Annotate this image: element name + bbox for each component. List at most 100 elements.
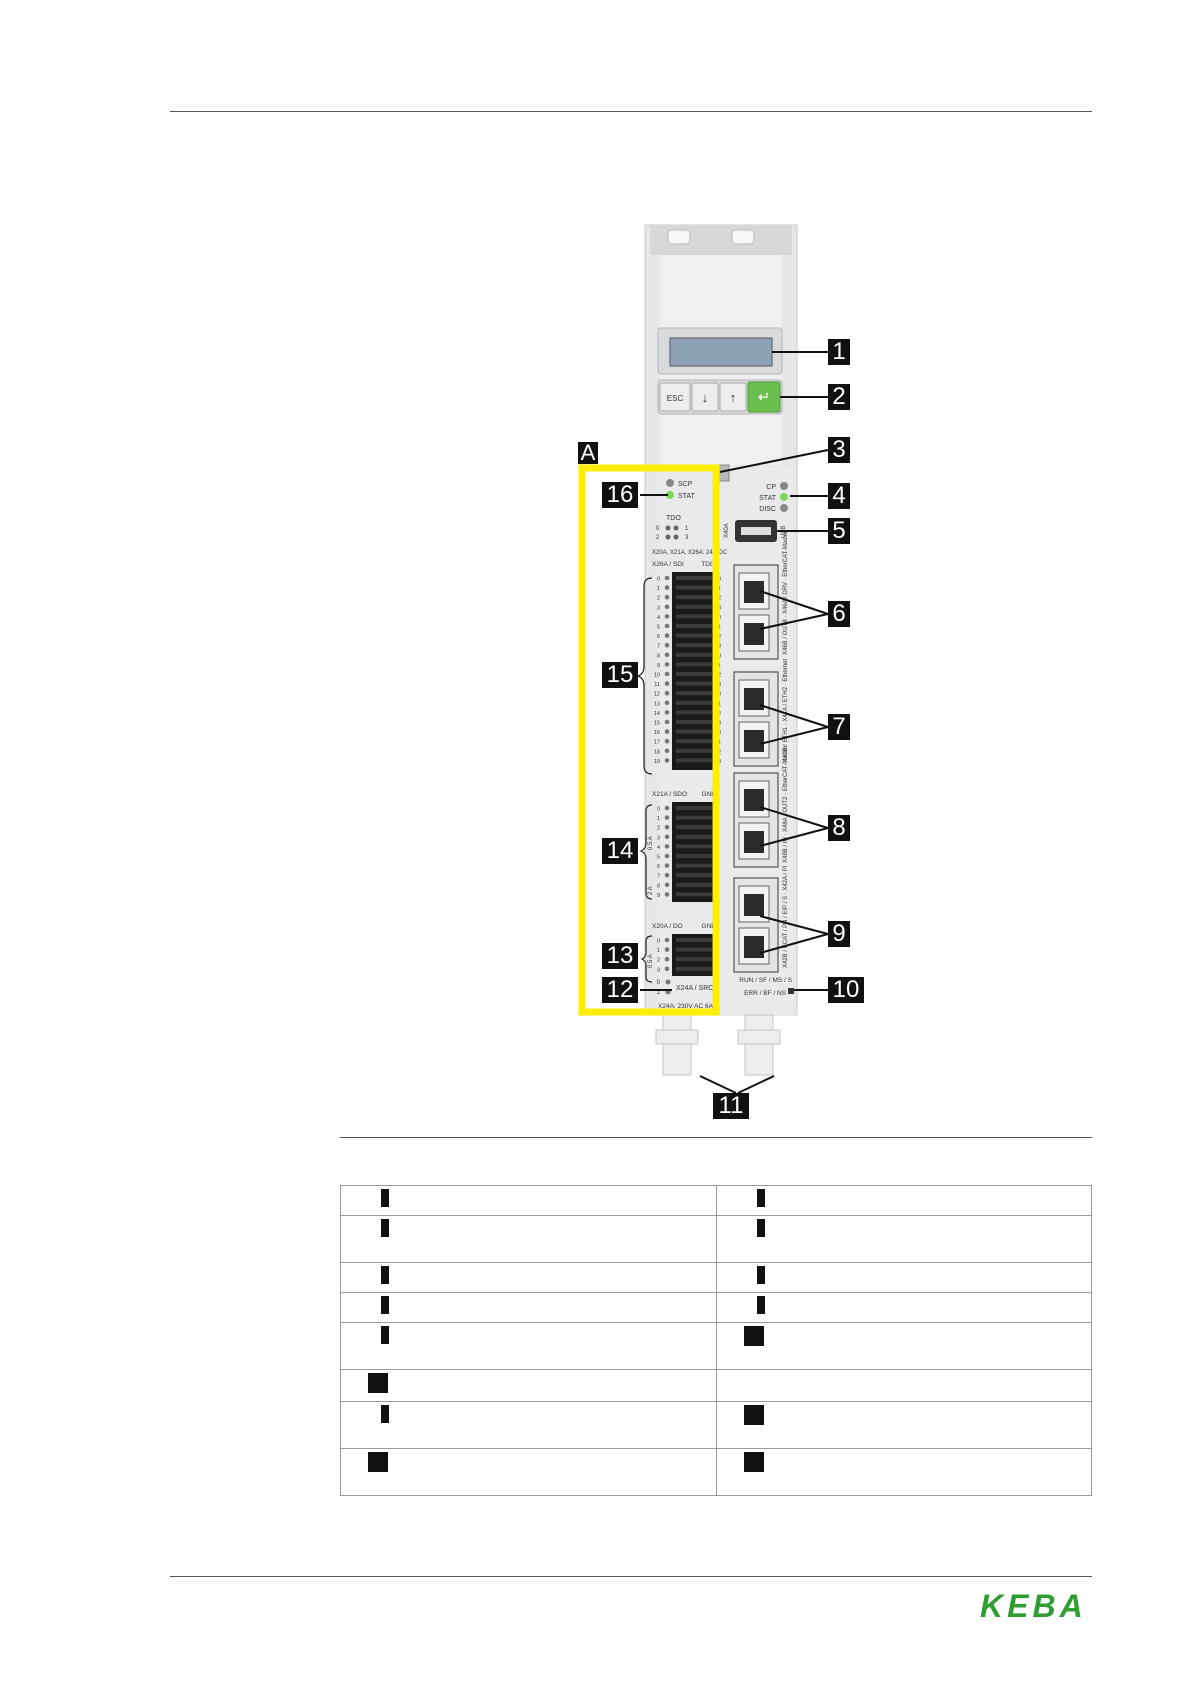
x26a-tdo-value: 3 — [718, 682, 721, 688]
x26a-tdo-value: 0 — [718, 577, 721, 583]
x26a-tdo-value: 3 — [718, 605, 721, 611]
x26a-pin-label: 10 — [654, 673, 660, 679]
legend-marker — [368, 1452, 388, 1472]
rj45-port-label: X48B / IN · X48A / OUT2 · EtherCAT-Maste… — [783, 745, 789, 863]
x26a-terminal — [676, 729, 712, 734]
legend-marker — [743, 1326, 764, 1346]
x26a-terminal — [676, 662, 712, 667]
up-arrow-icon[interactable]: ↑ — [730, 390, 737, 405]
x21a-gnd-label: GND — [702, 791, 717, 798]
callout-15: 15 — [602, 662, 638, 688]
x26a-tdo-value: 2 — [718, 673, 721, 679]
legend-marker — [756, 1189, 765, 1207]
callout-8: 8 — [828, 815, 850, 841]
x21a-pin-label: 0 — [657, 807, 660, 813]
x26a-terminal — [676, 710, 712, 715]
x24a-rating: X24A: 230V AC 6A — [658, 1003, 714, 1010]
x21a-pin-label: 4 — [657, 845, 660, 851]
x26a-pin-label: 9 — [657, 663, 660, 669]
x26a-pin-label: 7 — [657, 644, 660, 650]
x26a-tdo-value: 0 — [718, 730, 721, 736]
callout-4: 4 — [828, 483, 850, 509]
x20a-rating: 0.5 A — [648, 954, 654, 968]
rj45-port-block: X48B / IN · X48A / OUT2 · EtherCAT-Maste… — [733, 745, 789, 868]
x21a-terminal — [676, 825, 712, 830]
legend-marker — [381, 1405, 389, 1423]
x26a-tdo-value: 3 — [718, 721, 721, 727]
enter-icon[interactable]: ↵ — [758, 389, 771, 406]
x26a-pin-led — [664, 758, 670, 763]
callout-14: 14 — [602, 838, 638, 864]
legend-marker — [756, 1296, 765, 1314]
x26a-pin-label: 2 — [657, 596, 660, 602]
legend-marker — [743, 1405, 764, 1425]
x26a-pin-led — [664, 585, 670, 590]
legend-cell-left — [340, 1401, 717, 1449]
err-label: ERR / BF / NS — [744, 990, 787, 997]
x26a-tdo-value: 2 — [718, 711, 721, 717]
x21a-pin-label: 3 — [657, 835, 660, 841]
x26a-terminal — [676, 758, 712, 763]
x20a-pin-led — [664, 947, 670, 952]
x21a-pin-led — [664, 844, 670, 849]
x21a-terminal — [676, 806, 712, 810]
callout-12: 12 — [602, 977, 638, 1003]
x26a-pin-label: 14 — [654, 711, 660, 717]
x26a-pin-led — [664, 575, 670, 581]
x20a-pin-led — [664, 966, 670, 972]
x21a-pin-led — [664, 872, 670, 878]
x20a-terminal — [676, 938, 712, 942]
legend-cell-left — [340, 1448, 717, 1496]
x26a-pin-label: 4 — [657, 615, 660, 621]
x21a-terminal — [676, 892, 712, 897]
legend-marker — [381, 1189, 389, 1207]
legend-marker — [743, 1452, 764, 1472]
x21a-terminal — [676, 882, 712, 887]
x26a-label: X26A / SDI — [652, 561, 684, 568]
stat-led-label: STAT — [678, 493, 696, 500]
x26a-tdo-value: 2 — [718, 596, 721, 602]
x24a-pin-0: 0 — [657, 980, 661, 986]
x21a-pin-led — [664, 815, 670, 820]
supply-label: X20A, X21A, X26A: 24V DC — [652, 550, 728, 556]
x26a-pin-label: 3 — [657, 605, 660, 611]
tdo-label: TDO — [666, 515, 681, 522]
x26a-tdo-value: 1 — [718, 701, 721, 707]
legend-marker — [368, 1373, 388, 1393]
x24a-label: X24A / SRO — [676, 985, 714, 992]
x20a-pin-led — [664, 956, 670, 962]
run-label: RUN / SF / MS / S — [739, 977, 792, 984]
legend-cell-right — [715, 1292, 1092, 1323]
x26a-pin-led — [664, 671, 670, 677]
header-rule — [170, 111, 1092, 112]
rj45-port-block: X41B / ETH1 · X41A / ETH2 · Ethernet — [733, 659, 789, 767]
x21a-pin-label: 1 — [657, 816, 660, 822]
x40a-label: X40A — [724, 523, 730, 538]
x26a-tdo-col-label: TDO — [701, 561, 715, 568]
x21a-rating-b: 2 A — [648, 886, 654, 895]
x26a-pin-label: 16 — [654, 730, 660, 736]
callout-16: 16 — [602, 482, 638, 508]
x26a-pin-led — [664, 710, 670, 715]
callout-6: 6 — [828, 601, 850, 627]
disc-led-label: DISC — [759, 506, 776, 513]
x20a-pin-label: 1 — [657, 948, 660, 954]
callout-2: 2 — [828, 384, 850, 410]
stat-led-label-right: STAT — [759, 495, 777, 502]
down-arrow-icon[interactable]: ↓ — [702, 390, 709, 405]
x26a-pin-led — [664, 614, 670, 619]
callout-7: 7 — [828, 714, 850, 740]
esc-key[interactable]: ESC — [667, 394, 684, 403]
x26a-terminal — [676, 652, 712, 657]
tdo-num-3: 3 — [685, 535, 689, 541]
x26a-pin-label: 15 — [654, 721, 660, 727]
x24a-pin-1: 1 — [657, 990, 661, 996]
rj45-port-block: X42B / ECAT / PN / EIP / S · X42A / PI — [733, 865, 789, 973]
legend-cell-right — [715, 1262, 1092, 1293]
legend-marker — [756, 1266, 765, 1284]
legend-cell-left — [340, 1369, 717, 1402]
x21a-terminal — [676, 863, 712, 868]
x26a-terminal — [676, 748, 712, 753]
legend-cell-left — [340, 1185, 717, 1216]
legend-row — [340, 1215, 1092, 1263]
